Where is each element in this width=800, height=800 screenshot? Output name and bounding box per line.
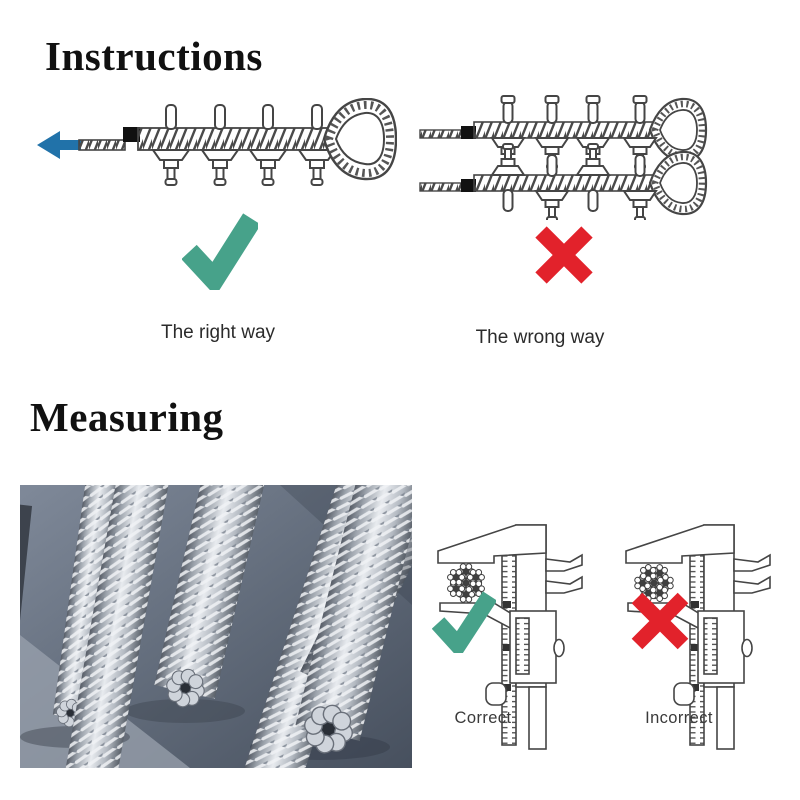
wire-rope — [419, 97, 708, 163]
thimble-eye — [322, 98, 397, 181]
wire-rope-strand — [52, 485, 124, 730]
wire-rope-strand — [154, 485, 269, 712]
right-way-caption: The right way — [160, 322, 276, 343]
measuring-heading: Measuring — [30, 394, 224, 440]
wire-rope-strand — [295, 485, 412, 760]
caliper-correct-figure: Correct — [428, 517, 612, 752]
wrong-way-figure — [413, 90, 785, 220]
check-icon — [432, 589, 496, 653]
wrong-way-caption: The wrong way — [475, 327, 605, 348]
caliper-incorrect-figure: Incorrect — [616, 517, 800, 752]
wire-rope-strand — [62, 485, 172, 768]
right-way-figure — [35, 98, 397, 198]
wire-rope — [419, 150, 708, 216]
instructions-heading: Instructions — [45, 33, 263, 79]
check-icon — [182, 212, 258, 290]
vernier-caliper — [625, 524, 771, 750]
vernier-caliper — [437, 524, 583, 750]
dead-end-marker — [123, 127, 140, 142]
incorrect-caption: Incorrect — [645, 709, 713, 727]
pull-arrow-icon — [37, 131, 81, 159]
correct-caption: Correct — [454, 709, 512, 727]
wire-rope-photo — [20, 485, 412, 768]
cross-icon — [533, 223, 595, 287]
cross-icon — [630, 589, 692, 653]
wire-rope — [78, 127, 329, 151]
